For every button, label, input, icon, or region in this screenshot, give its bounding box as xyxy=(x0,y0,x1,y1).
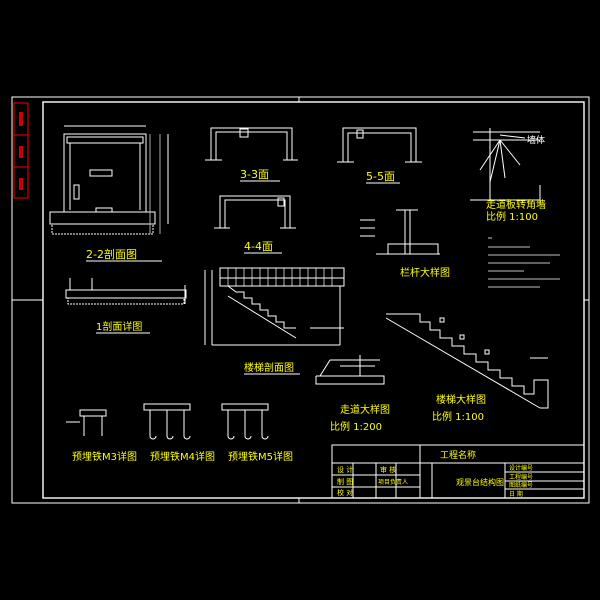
title-col-1: 项目负责人 xyxy=(378,478,408,486)
stair-section-drawing xyxy=(204,267,345,346)
stair-detail-scale: 比例 1:100 xyxy=(432,410,484,423)
section-1-drawing xyxy=(65,278,187,305)
section-3-3-drawing xyxy=(205,127,298,161)
embed-m5-drawing xyxy=(221,403,269,440)
stair-detail-label: 楼梯大样图 xyxy=(436,393,486,406)
embed-m4-label: 预埋铁M4详图 xyxy=(150,450,215,463)
title-drawing: 观景台结构图 xyxy=(456,477,504,487)
title-right-2: 图纸编号 xyxy=(509,481,533,489)
title-right-1: 工程编号 xyxy=(509,473,533,481)
title-row-2: 校 对 xyxy=(337,488,353,497)
corridor-detail-drawing xyxy=(315,355,385,385)
wall-corner-drawing xyxy=(470,128,541,205)
wall-corner-label: 走道板转角墙 xyxy=(486,198,546,211)
section-4-4-drawing xyxy=(214,195,296,229)
wall-label: 墙体 xyxy=(527,134,545,146)
embed-m3-drawing xyxy=(66,409,107,436)
railing-detail-label: 栏杆大样图 xyxy=(400,266,450,279)
stair-detail-drawing xyxy=(385,313,549,409)
section-5-5-drawing xyxy=(337,127,422,163)
title-right-0: 设计编号 xyxy=(509,464,533,472)
title-col-0: 审 核 xyxy=(380,465,396,474)
title-right-3: 日 期 xyxy=(509,490,523,498)
center-marks xyxy=(12,97,589,503)
section-4-4-label: 4-4面 xyxy=(244,240,273,253)
section-1-label: 1剖面详图 xyxy=(96,320,142,333)
section-2-2-drawing xyxy=(49,125,169,235)
section-2-2-label: 2-2剖面图 xyxy=(86,247,137,261)
title-row-0: 设 计 xyxy=(337,465,353,474)
corridor-detail-label: 走道大样图 xyxy=(340,403,390,416)
binding-strip xyxy=(13,102,29,199)
title-row-1: 制 图 xyxy=(337,477,353,486)
notes-block xyxy=(488,237,560,288)
section-3-3-label: 3-3面 xyxy=(240,168,269,181)
corridor-scale: 比例 1:200 xyxy=(330,420,382,433)
embed-m4-drawing xyxy=(143,403,191,440)
title-project: 工程名称 xyxy=(440,449,476,461)
railing-detail-drawing xyxy=(360,209,440,255)
embed-m5-label: 预埋铁M5详图 xyxy=(228,450,293,463)
wall-corner-scale: 比例 1:100 xyxy=(486,210,538,223)
title-block-grid xyxy=(331,444,585,499)
embed-m3-label: 预埋铁M3详图 xyxy=(72,450,137,463)
stair-section-label: 楼梯剖面图 xyxy=(244,361,294,374)
section-5-5-label: 5-5面 xyxy=(366,170,395,183)
